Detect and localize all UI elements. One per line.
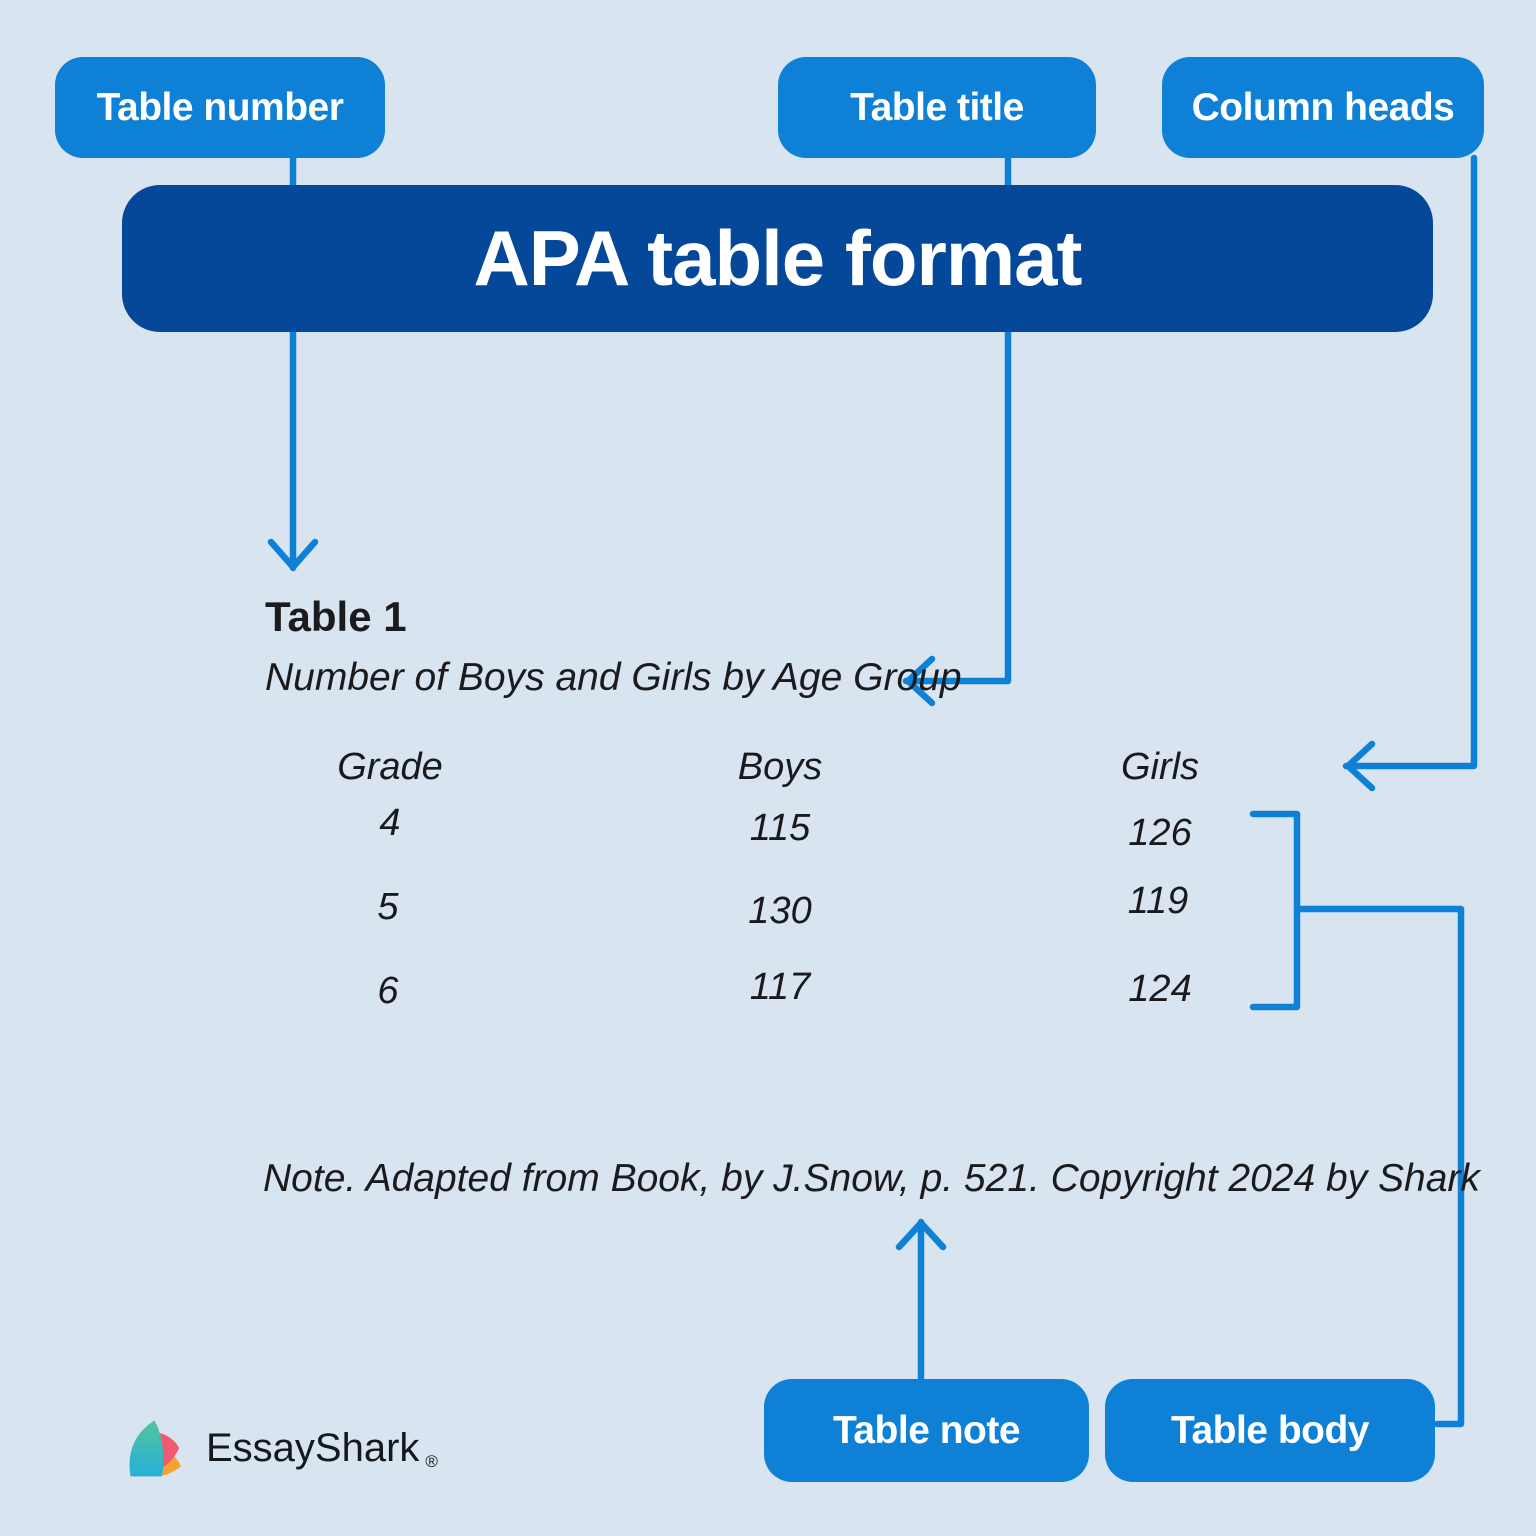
column-heads-callout-label: Column heads xyxy=(1191,85,1455,129)
table-cell: 117 xyxy=(749,966,811,1008)
col-header-grade: Grade xyxy=(337,746,443,788)
essayshark-logo: EssayShark ® xyxy=(126,1418,438,1478)
table-cell: 119 xyxy=(1127,880,1189,922)
col-header-boys: Boys xyxy=(737,746,823,788)
table-number-callout-label: Table number xyxy=(96,85,344,129)
table-title-callout: Table title xyxy=(778,57,1096,158)
table-title-callout-label: Table title xyxy=(850,85,1024,129)
arrow-down-icon xyxy=(267,538,319,571)
table-body-callout: Table body xyxy=(1105,1379,1435,1482)
arrow-left-icon xyxy=(904,655,936,707)
shark-fin-icon xyxy=(129,1420,181,1477)
table-cell: 4 xyxy=(379,802,401,844)
table-note-callout: Table note xyxy=(764,1379,1089,1482)
table-cell: 5 xyxy=(377,886,399,928)
table-body-connector-line xyxy=(1293,905,1465,1428)
arrow-left-icon xyxy=(1344,740,1376,792)
banner-title: APA table format xyxy=(473,214,1082,302)
col-header-girls: Girls xyxy=(1120,746,1200,788)
doc-table-title: Number of Boys and Girls by Age Group xyxy=(265,656,962,699)
table-number-callout: Table number xyxy=(55,57,385,158)
table-title-arrow-line xyxy=(902,154,1012,685)
arrow-up-icon xyxy=(895,1219,947,1251)
column-heads-arrow-line xyxy=(1342,154,1478,770)
table-cell: 6 xyxy=(377,970,399,1012)
column-heads-callout: Column heads xyxy=(1162,57,1484,158)
logo-wordmark: EssayShark xyxy=(206,1425,420,1470)
table-note-callout-label: Table note xyxy=(832,1408,1021,1452)
table-cell: 130 xyxy=(748,890,812,932)
table-body-bracket xyxy=(1249,810,1301,1011)
banner-title-bar: APA table format xyxy=(122,185,1433,332)
table-cell: 115 xyxy=(749,807,811,849)
table-cell: 124 xyxy=(1128,968,1192,1010)
registered-mark: ® xyxy=(425,1452,438,1471)
table-body-callout-label: Table body xyxy=(1171,1408,1369,1452)
doc-table-note: Note. Adapted from Book, by J.Snow, p. 5… xyxy=(263,1157,1480,1200)
table-cell: 126 xyxy=(1128,812,1192,854)
doc-table-number: Table 1 xyxy=(265,593,407,640)
